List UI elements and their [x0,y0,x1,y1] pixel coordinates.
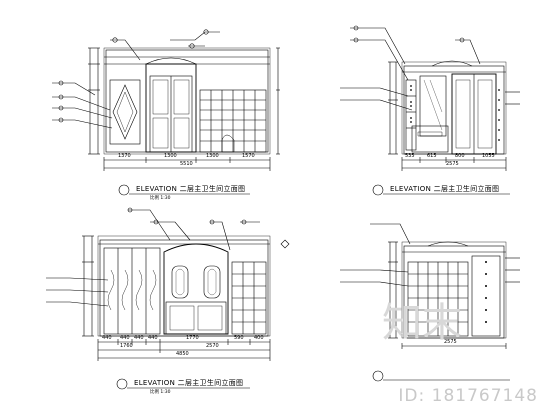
elevation-2-title: ELEVATION 二层主卫生间立面图 [390,185,500,193]
elevation-3-scale: 比例 1:30 [150,390,171,395]
elevation-1-title: ELEVATION 二层主卫生间立面图 [136,185,246,193]
p1-dim-2: 1300 [164,153,177,159]
p3-dim-sub-2: 2570 [206,343,219,349]
p3-dim-7: 400 [254,335,264,341]
watermark-id: ID: 181767148 [398,386,538,406]
p2-dim-3: 800 [455,153,465,159]
p4-dim-total: 2575 [444,339,457,345]
elevation-4 [340,223,520,382]
p1-dim-3: 1300 [206,153,219,159]
p1-dim-total: 5510 [180,161,193,167]
elevation-1-scale: 比例 1:30 [150,196,171,201]
p2-dim-4: 1055 [482,153,495,159]
p3-dim-1: 440 [102,335,112,341]
p2-dim-2: 615 [427,153,437,159]
elevation-2 [340,25,520,196]
p3-dim-2: 440 [120,335,130,341]
p2-dim-1: 535 [405,153,415,159]
p3-dim-total: 4850 [176,351,189,357]
p3-dim-sub-1: 1760 [120,343,133,349]
p1-dim-1: 1370 [118,153,131,159]
p3-dim-5: 1770 [186,335,199,341]
elevation-3-title: ELEVATION 二层主卫生间立面图 [134,379,244,387]
watermark-brand: 知末 [382,300,462,346]
elevation-3 [46,207,290,390]
p3-dim-6: 590 [234,335,244,341]
p1-dim-4: 1570 [242,153,255,159]
p2-dim-total: 2575 [446,161,459,167]
elevation-1 [52,29,280,196]
p3-dim-4: 440 [148,335,158,341]
p3-dim-3: 440 [134,335,144,341]
